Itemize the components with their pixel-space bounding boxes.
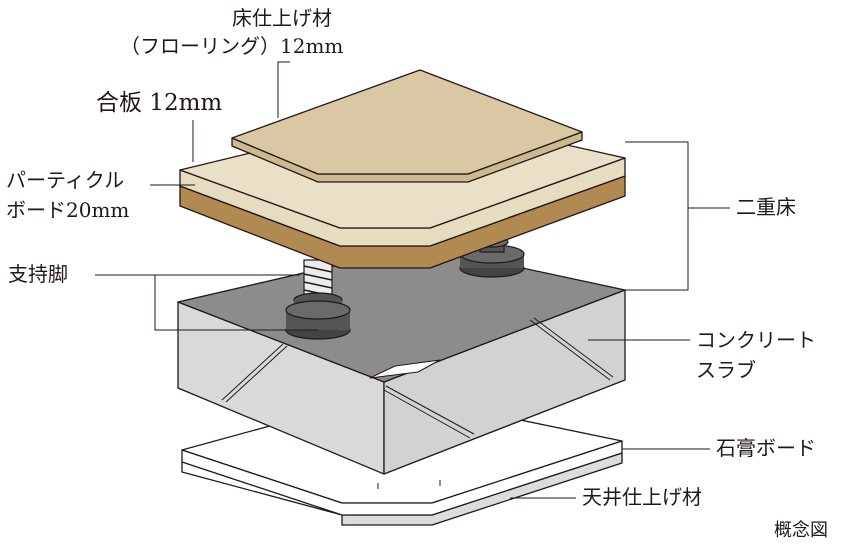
label-ceiling-finish: 天井仕上げ材 — [582, 485, 702, 509]
label-gypsum-board: 石膏ボード — [716, 436, 816, 460]
flooring-top — [231, 69, 583, 175]
floor-panels — [179, 69, 626, 269]
gypsum-board-side — [181, 440, 623, 516]
label-support-leg: 支持脚 — [8, 262, 68, 286]
label-flooring-thickness: （フローリング）12mm — [120, 34, 344, 58]
label-plywood: 合板 12mm — [96, 90, 223, 116]
label-particle-board-1: パーティクル — [6, 168, 125, 192]
label-concrete: コンクリート — [696, 328, 816, 352]
label-floor-finish: 床仕上げ材 — [232, 6, 332, 30]
ceiling-finish-layer — [181, 452, 623, 526]
label-particle-board-2: ボード20mm — [6, 198, 130, 222]
leader-lines — [95, 61, 730, 499]
label-slab: スラブ — [696, 358, 756, 382]
caption-concept-diagram: 概念図 — [774, 520, 828, 541]
slab-notch — [369, 359, 441, 379]
label-double-floor: 二重床 — [736, 195, 796, 219]
